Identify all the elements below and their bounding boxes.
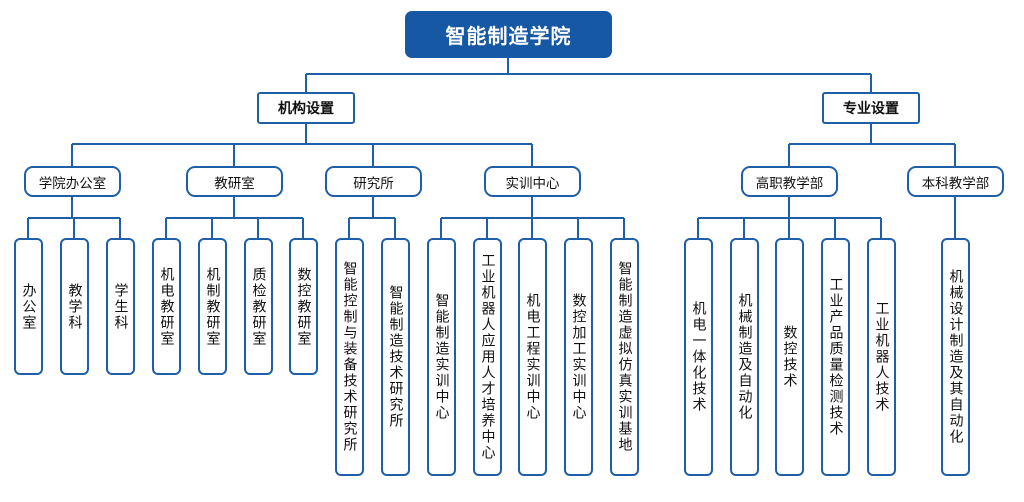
dept-node: 教研室 [186,166,283,197]
unit-node: 数控教研室 [289,238,318,375]
unit-node: 机电教研室 [152,238,181,375]
unit-node: 智能制造技术研究所 [381,238,410,476]
unit-node: 数控加工实训中心 [564,238,593,476]
connector-group-2 [788,124,956,166]
unit-node: 智能制造虚拟仿真实训基地 [610,238,639,476]
unit-node: 办公室 [14,238,43,375]
group-node-org: 机构设置 [257,92,355,124]
connector-dept-1 [27,197,121,238]
connector-dept-2 [165,197,304,238]
dept-node: 学院办公室 [24,166,121,197]
unit-node: 机械设计制造及其自动化 [941,238,970,476]
unit-node: 智能控制与装备技术研究所 [335,238,364,476]
dept-node: 研究所 [325,166,422,197]
connector-dept-4 [440,197,625,238]
unit-node: 质检教研室 [244,238,273,375]
unit-node: 机械制造及自动化 [730,238,759,476]
unit-node: 学生科 [106,238,135,375]
connector-dept-3 [348,197,396,238]
unit-node: 机电工程实训中心 [518,238,547,476]
unit-node: 工业机器人技术 [867,238,896,476]
group-node-majors: 专业设置 [822,92,920,124]
dept-node: 本科教学部 [907,166,1004,197]
unit-node: 数控技术 [775,238,804,476]
root-node: 智能制造学院 [405,11,612,58]
connector-group-1 [71,124,533,166]
unit-node: 智能制造实训中心 [427,238,456,476]
dept-node: 高职教学部 [741,166,838,197]
unit-node: 机电一体化技术 [684,238,713,476]
unit-node: 机制教研室 [198,238,227,375]
connector-root [305,58,872,92]
unit-node: 工业机器人应用人才培养中心 [473,238,502,476]
unit-node: 工业产品质量检测技术 [821,238,850,476]
dept-node: 实训中心 [484,166,581,197]
unit-node: 教学科 [60,238,89,375]
connector-dept-5 [697,197,882,238]
